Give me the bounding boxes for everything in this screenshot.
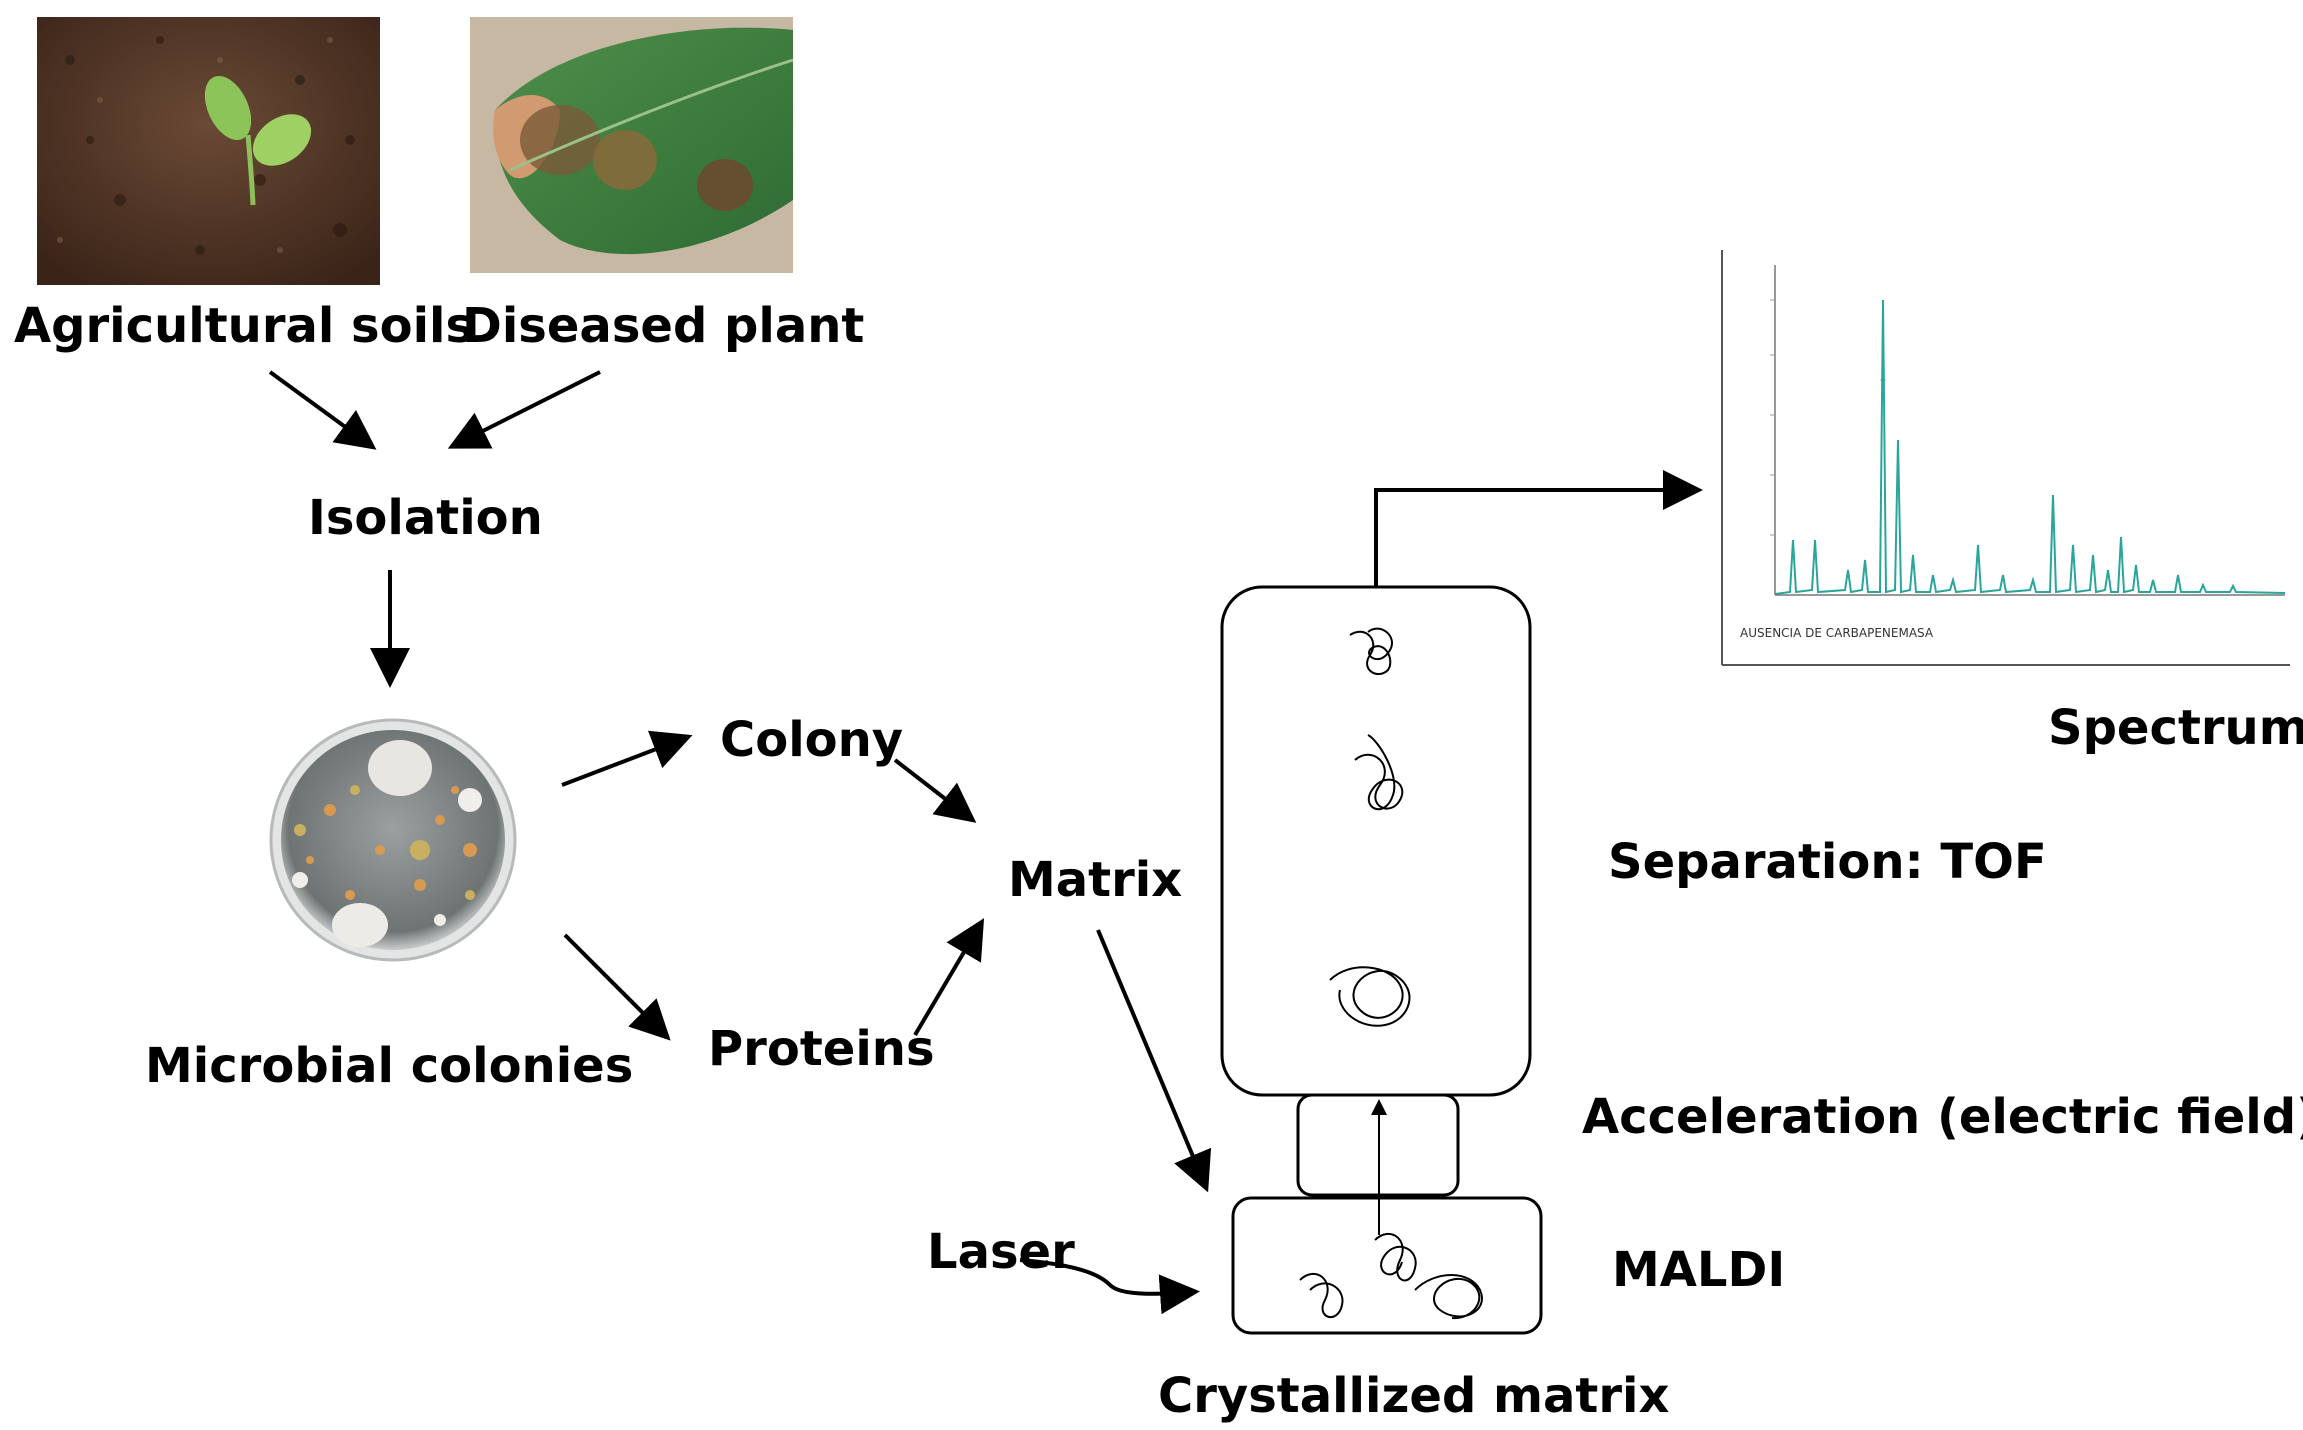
- protein-squiggle-icon: [1299, 1273, 1344, 1319]
- protein-squiggle-icon: [1349, 627, 1393, 675]
- leaf-photo: [470, 17, 794, 273]
- label-laser: Laser: [927, 1224, 1075, 1280]
- label-maldi: MALDI: [1612, 1242, 1786, 1298]
- spectrum-caption: AUSENCIA DE CARBAPENEMASA: [1740, 626, 1934, 640]
- label-colony: Colony: [720, 712, 904, 768]
- label-isolation: Isolation: [308, 490, 543, 546]
- seedling-icon: [204, 76, 312, 206]
- soil-photo: [37, 17, 380, 285]
- label-separation-tof: Separation: TOF: [1608, 834, 2047, 890]
- label-diseased-plant: Diseased plant: [462, 298, 865, 354]
- arrow-colonies-to-colony: [561, 730, 693, 787]
- label-crystallized-matrix: Crystallized matrix: [1158, 1368, 1670, 1424]
- petri-dish-image: [269, 718, 517, 962]
- arrow-tof-to-spectrum: [1374, 470, 1703, 587]
- label-proteins: Proteins: [708, 1021, 935, 1077]
- protein-squiggle-icon: [1374, 1233, 1417, 1282]
- arrow-colony-to-matrix: [893, 758, 977, 823]
- arrow-laser-to-maldi: [1019, 1258, 1200, 1315]
- protein-squiggle-icon: [1354, 734, 1404, 811]
- protein-squiggle-icon: [1414, 1274, 1483, 1320]
- label-acceleration: Acceleration (electric field): [1582, 1089, 2303, 1145]
- spectrum-plot: [1721, 250, 2290, 666]
- arrow-soils-to-isolation: [268, 370, 377, 450]
- label-spectrum: Spectrum: [2048, 700, 2303, 756]
- arrow-proteins-to-matrix: [913, 918, 985, 1037]
- arrow-matrix-to-maldi: [1096, 929, 1212, 1193]
- label-agricultural-soils: Agricultural soils: [14, 298, 475, 354]
- tof-tube: [1220, 585, 1532, 1097]
- arrow-colonies-to-proteins: [563, 933, 671, 1041]
- arrow-plant-to-isolation: [447, 370, 601, 449]
- label-matrix: Matrix: [1008, 852, 1183, 908]
- protein-squiggle-icon: [1329, 966, 1411, 1027]
- maldi-source: [1231, 1196, 1543, 1335]
- label-microbial-colonies: Microbial colonies: [145, 1038, 634, 1094]
